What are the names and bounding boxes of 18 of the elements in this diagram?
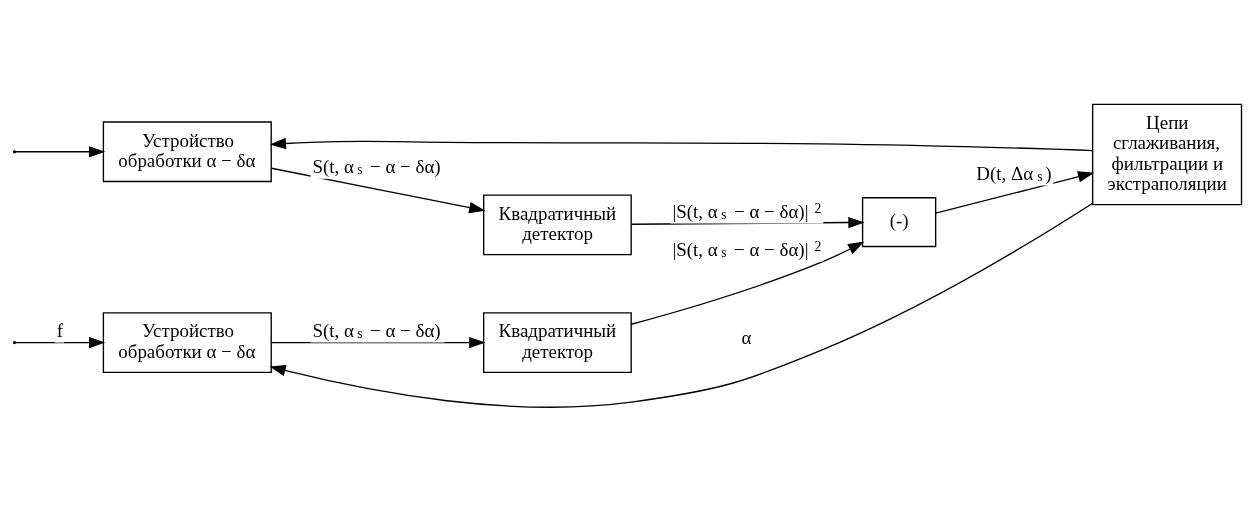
edge-label: f — [56, 319, 64, 341]
edge-label: S(t, αs − α − δα) — [312, 319, 441, 341]
node-box: Цепи сглаживания, фильтрации и экстраполяции — [1091, 103, 1243, 205]
arrow — [935, 170, 1095, 214]
node-box: Квадратичный детектор — [483, 311, 632, 373]
edge-label: α — [741, 326, 752, 348]
arrow — [14, 145, 106, 157]
node-box: Устройство обработки α − δα — [102, 311, 272, 373]
edge-label: S(t, αs − α − δα) — [312, 155, 441, 177]
arrow — [14, 336, 106, 348]
node-box: Устройство обработки α − δα — [102, 120, 272, 182]
arrow — [270, 167, 486, 213]
edge-label: |S(t, αs − α − δα)|2 — [672, 200, 822, 222]
node-box: (-) — [861, 196, 937, 247]
arrow — [269, 137, 1094, 151]
edge-label: |S(t, αs − α − δα)|2 — [672, 238, 822, 260]
node-box: Квадратичный детектор — [483, 193, 632, 255]
arrow — [630, 241, 865, 325]
